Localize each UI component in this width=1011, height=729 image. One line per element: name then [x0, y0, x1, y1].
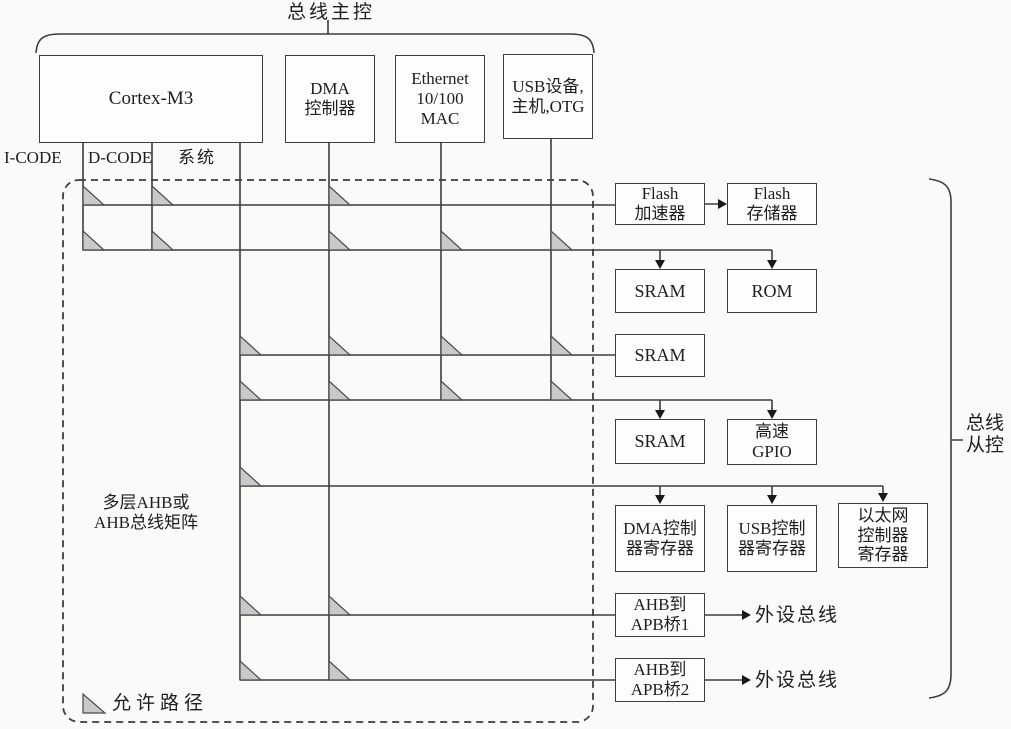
- slave-box-sram-2: SRAM: [615, 334, 705, 377]
- allowed-path-triangle-icon: [239, 334, 263, 356]
- slave-box-sram-1: SRAM: [615, 269, 705, 313]
- allowed-path-triangle-icon: [328, 334, 352, 356]
- matrix-dashed-border: [62, 179, 594, 723]
- slave-box-rom: ROM: [727, 269, 817, 313]
- slave-box-ahb-apb-bridge-1: AHB到 APB桥1: [615, 593, 705, 637]
- arrow-down-icon: [767, 495, 777, 504]
- allowed-path-triangle-icon: [151, 184, 175, 206]
- allowed-path-triangle-icon: [328, 229, 352, 251]
- allowed-path-triangle-icon: [440, 229, 464, 251]
- port-label-icode: I-CODE: [4, 148, 62, 167]
- allowed-path-triangle-icon: [440, 379, 464, 401]
- slave-box-ethernet-registers: 以太网 控制器 寄存器: [838, 503, 928, 568]
- master-column-lines: [82, 139, 552, 680]
- allowed-path-triangle-icon: [550, 229, 574, 251]
- arrow-down-icon: [767, 260, 777, 269]
- allowed-path-triangle-icon: [328, 659, 352, 681]
- master-box-usb: USB设备, 主机,OTG: [503, 54, 593, 139]
- arrow-down-icon: [655, 495, 665, 504]
- allowed-path-triangle-icon: [151, 229, 175, 251]
- allowed-path-triangle-icon: [550, 334, 574, 356]
- allowed-path-triangle-icon: [328, 594, 352, 616]
- slave-box-ahb-apb-bridge-2: AHB到 APB桥2: [615, 658, 705, 702]
- arrow-right-icon: [742, 675, 751, 685]
- slave-box-sram-3: SRAM: [615, 419, 705, 464]
- allowed-path-triangle-icon: [82, 229, 106, 251]
- arrow-down-icon: [878, 493, 888, 502]
- allowed-path-triangle-icon: [328, 184, 352, 206]
- allowed-path-triangle-icon: [239, 465, 263, 487]
- allowed-path-triangle-icon: [239, 659, 263, 681]
- port-label-dcode: D-CODE: [88, 148, 153, 167]
- slave-box-flash-accelerator: Flash 加速器: [615, 183, 705, 225]
- matrix-label: 多层AHB或 AHB总线矩阵: [94, 493, 198, 532]
- arrow-down-icon: [655, 260, 665, 269]
- slave-box-usb-registers: USB控制 器寄存器: [727, 505, 817, 572]
- port-label-system: 系统: [178, 148, 216, 167]
- top-brace: [35, 20, 595, 54]
- arrow-down-icon: [767, 410, 777, 419]
- allowed-path-triangle-icon: [440, 334, 464, 356]
- slave-box-flash-memory: Flash 存储器: [727, 183, 817, 225]
- allowed-path-triangle-icon: [239, 379, 263, 401]
- master-box-dma-controller: DMA 控制器: [285, 55, 375, 143]
- allowed-path-triangle-icon: [328, 379, 352, 401]
- bus-slaves-group-label: 总线 从控: [966, 413, 1005, 457]
- branch-connector-lines: [659, 203, 884, 681]
- legend-allowed-path-triangle-icon: [82, 692, 107, 714]
- allowed-path-triangle-icon: [550, 379, 574, 401]
- master-box-cortex-m3: Cortex-M3: [39, 55, 263, 143]
- arrow-right-icon: [742, 610, 751, 620]
- allowed-path-triangle-icon: [239, 594, 263, 616]
- slave-box-high-speed-gpio: 高速 GPIO: [727, 419, 817, 465]
- peripheral-bus-label-2: 外设总线: [755, 670, 840, 691]
- allowed-path-triangle-icon: [82, 184, 106, 206]
- allowed-path-triangles: [82, 184, 574, 681]
- slave-box-dma-registers: DMA控制 器寄存器: [615, 505, 705, 572]
- arrowheads: [655, 199, 888, 685]
- right-brace: [928, 178, 963, 699]
- master-box-ethernet-mac: Ethernet 10/100 MAC: [395, 55, 485, 143]
- peripheral-bus-label-1: 外设总线: [755, 605, 840, 626]
- arrow-right-icon: [718, 199, 727, 209]
- legend-label: 允许路径: [112, 693, 209, 714]
- arrow-down-icon: [655, 410, 665, 419]
- bus-masters-group-label: 总线主控: [286, 2, 376, 23]
